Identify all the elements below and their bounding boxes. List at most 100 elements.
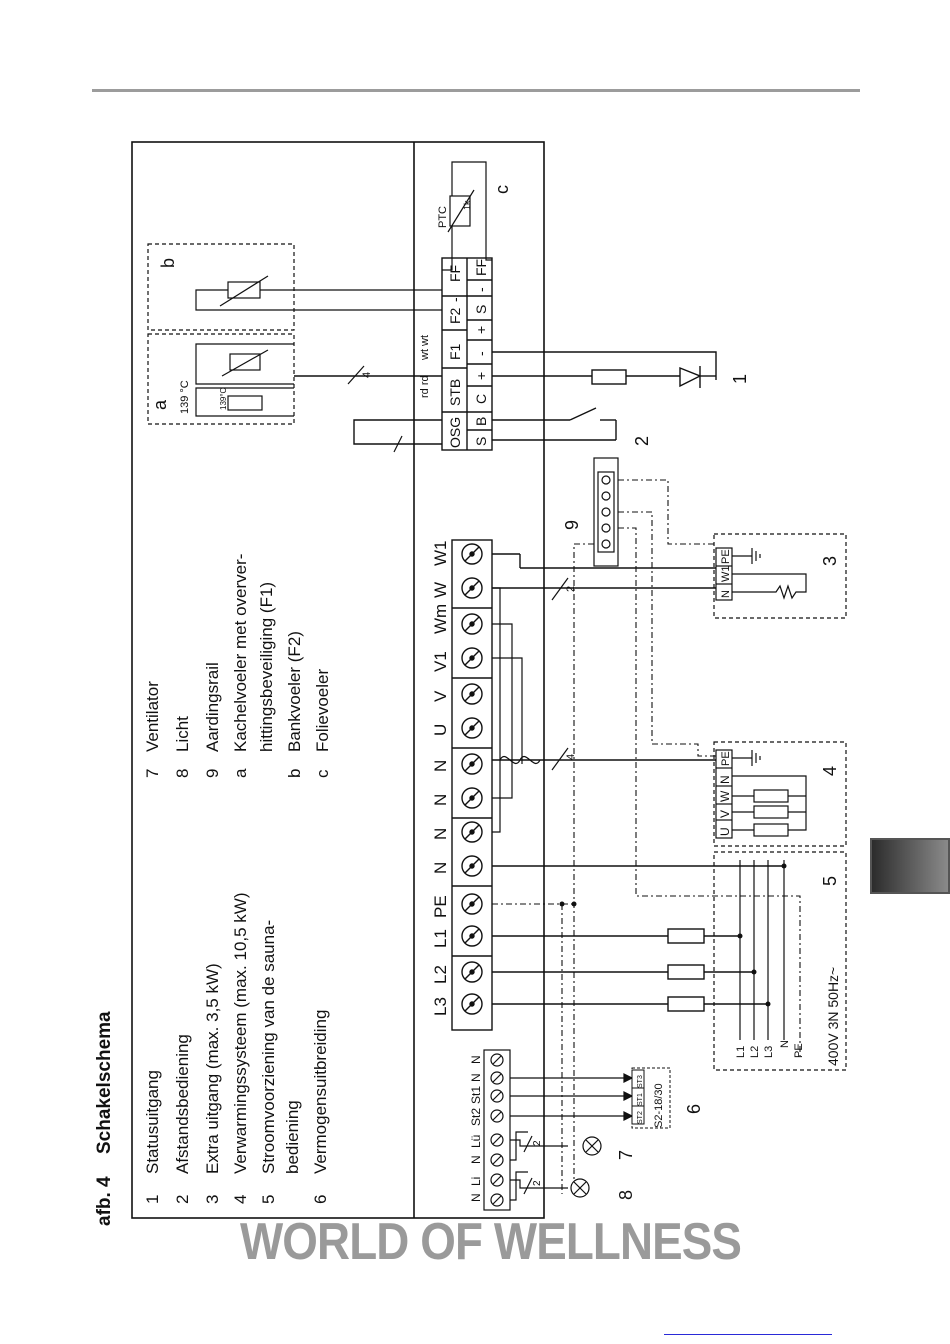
small-terminal-label: N <box>469 1155 483 1164</box>
light-lamp-icon <box>570 1178 590 1198</box>
wire-count-4-sensor: 4 <box>361 372 373 378</box>
legend-left: 1 Statusuitgang 2 Afstandsbediening 3 Ex… <box>143 892 330 1204</box>
pe-dashed <box>618 511 716 757</box>
terminal-screws <box>461 543 483 1015</box>
marker-2: 2 <box>632 436 652 446</box>
main-terminal-labels: L3 L2 L1 PE N N N N U V V1 Wm W W1 <box>431 541 450 1017</box>
wire-color-label: rd rd <box>419 375 431 398</box>
marker-1: 1 <box>730 374 750 384</box>
small-terminal-label: St2 <box>469 1108 483 1126</box>
legend-text: Vermogensuitbreiding <box>311 1010 330 1174</box>
supply-wire-label: PE <box>793 1043 805 1058</box>
terminal-label: PE <box>431 895 450 918</box>
block-3-label: N <box>720 590 732 598</box>
block-3-label: W1 <box>720 566 732 583</box>
marker-b: b <box>158 258 178 268</box>
legend-text: Bankvoeler (F2) <box>285 631 304 752</box>
legend-num: 8 <box>173 769 192 778</box>
fan-lamp-icon <box>582 1136 602 1156</box>
legend-num: 3 <box>203 1195 222 1204</box>
sensor-terminal-labels: OSG STB F1 F2 - FF S B C + - + S - FF rd… <box>419 259 489 448</box>
chapter-tab <box>870 838 950 894</box>
sensor-label: S <box>473 305 489 314</box>
legend-text: Verwarmingssysteem (max. 10,5 kW) <box>231 892 250 1174</box>
marker-5: 5 <box>820 876 840 886</box>
legend-text: Aardingsrail <box>203 662 222 752</box>
sensor-label: OSG <box>447 417 463 448</box>
small-terminal-label: N <box>469 1193 483 1202</box>
legend-right: 7 Ventilator 8 Licht 9 Aardingsrail a Ka… <box>143 554 332 778</box>
marker-4: 4 <box>820 766 840 776</box>
ptc-value: 1k <box>462 200 472 210</box>
terminal-screw-u <box>461 717 483 739</box>
sensor-label: + <box>473 326 489 334</box>
sensor-label: STB <box>447 379 463 406</box>
marker-9: 9 <box>562 520 582 530</box>
watermark: WORLD OF WELLNESS <box>240 1213 742 1271</box>
sensor-a-elements <box>195 343 294 417</box>
legend-text: hittingsbeveiliging (F1) <box>257 582 276 752</box>
supply-wire-label: N <box>779 1040 791 1048</box>
legend-num: 9 <box>203 769 222 778</box>
terminal-screw-w <box>461 577 483 599</box>
small-terminal-label: Lü <box>469 1135 483 1148</box>
earth-rail <box>593 457 619 567</box>
sensor-label: F1 <box>447 343 463 360</box>
legend-text: Statusuitgang <box>143 1070 162 1174</box>
marker-c: c <box>492 185 512 194</box>
terminal-screw-v <box>461 683 483 705</box>
legend-num: c <box>313 769 332 778</box>
sensor-box-a <box>147 333 295 425</box>
pe-dashed <box>618 479 716 545</box>
terminal-label: N <box>431 862 450 874</box>
terminal-screw-l2 <box>461 961 483 983</box>
block-4-label: W <box>718 790 732 802</box>
terminal-label: U <box>431 724 450 736</box>
block-3-box <box>713 533 847 619</box>
remote-switch-circuit <box>492 407 617 441</box>
top-rule <box>92 89 860 92</box>
lamp-wiring <box>510 1131 568 1201</box>
block-3-label: PE <box>720 549 732 564</box>
sensor-label: FF <box>447 265 463 282</box>
extension-pin-label: ST3 <box>637 1075 644 1088</box>
pe-dashed <box>618 527 801 1056</box>
terminal-label: L1 <box>431 929 450 948</box>
terminal-screw-pe <box>461 893 483 915</box>
figure-caption-title: Schakelschema <box>94 1011 115 1154</box>
footer-link-underline[interactable] <box>664 1334 832 1335</box>
sensor-terminal-block <box>441 257 493 451</box>
wire-count-4: 4 <box>565 754 577 760</box>
block-4-label: PE <box>720 751 732 766</box>
block-4-box <box>713 741 847 847</box>
marker-a: a <box>150 399 170 410</box>
terminal-label: V1 <box>431 651 450 672</box>
sensor-b-elements <box>195 275 442 311</box>
sensor-label: S <box>473 437 489 446</box>
legend-num: 1 <box>143 1195 162 1204</box>
terminal-label: N <box>431 828 450 840</box>
legend-text: Extra uitgang (max. 3,5 kW) <box>203 963 222 1174</box>
terminal-label: Wm <box>431 604 450 634</box>
sensor-label: + <box>473 372 489 380</box>
block-4-terminals <box>715 749 733 839</box>
small-terminal-label: St1 <box>469 1086 483 1104</box>
sensor-label: C <box>473 394 489 404</box>
ptc-label: PTC <box>437 206 449 228</box>
terminal-screw-n2 <box>461 787 483 809</box>
extension-pin-label: ST2 <box>637 1111 644 1124</box>
terminal-label: L3 <box>431 997 450 1016</box>
terminal-label: W <box>431 582 450 598</box>
legend-num: 5 <box>259 1195 278 1204</box>
terminal-label: V <box>431 690 450 702</box>
sensor-label: B <box>473 417 489 426</box>
legend-num: a <box>231 768 250 778</box>
marker-8: 8 <box>616 1190 636 1200</box>
osg-link <box>353 419 442 445</box>
small-terminal-label: Li <box>469 1177 483 1186</box>
legend-text: Afstandsbediening <box>173 1034 192 1174</box>
terminal-label: N <box>431 794 450 806</box>
legend-text: Licht <box>173 716 192 752</box>
marker-7: 7 <box>616 1150 636 1160</box>
sensor-label: - <box>473 351 489 356</box>
